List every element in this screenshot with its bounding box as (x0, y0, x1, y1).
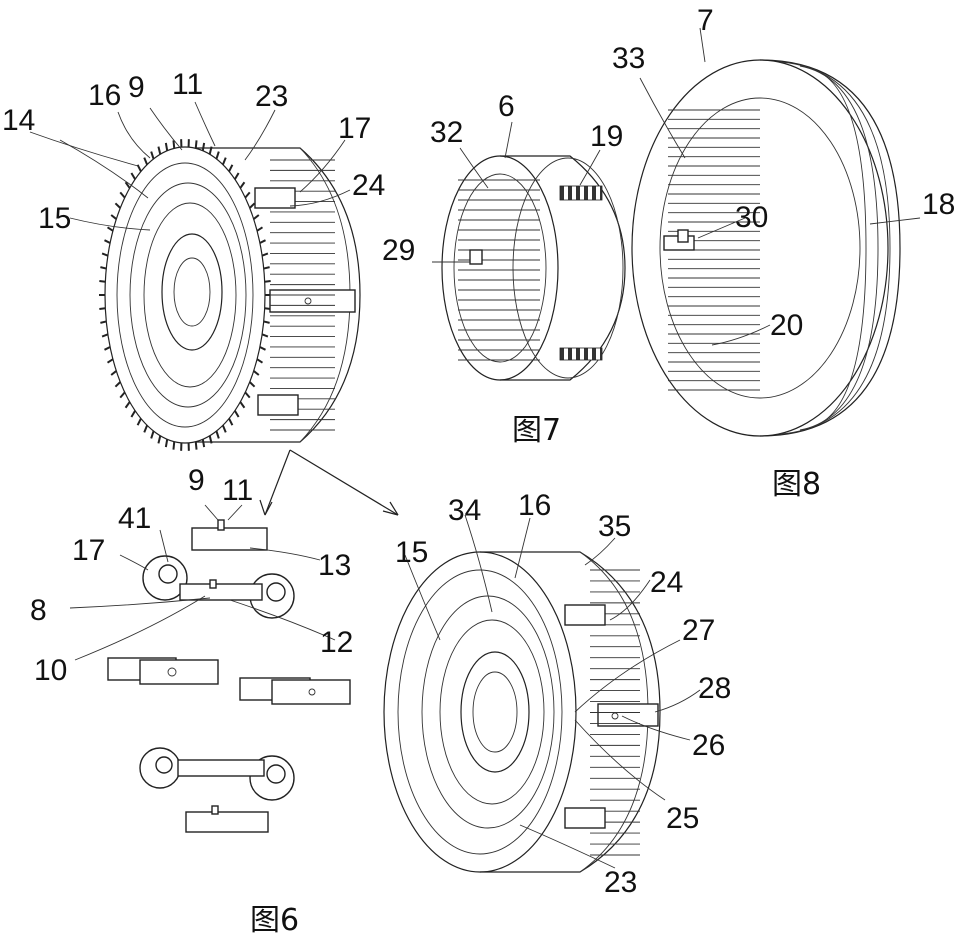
label-12: 12 (320, 626, 353, 659)
fig6-bottom-assembly (384, 552, 660, 872)
label-9: 9 (128, 71, 145, 104)
label-7: 7 (697, 4, 714, 37)
label-17-exploded: 17 (72, 534, 105, 567)
part-labels: 14 16 9 11 23 17 24 15 32 6 19 29 7 33 3… (2, 4, 955, 938)
label-29: 29 (382, 234, 415, 267)
label-28: 28 (698, 672, 731, 705)
label-26: 26 (692, 729, 725, 762)
label-25: 25 (666, 802, 699, 835)
outer-ring-edge (105, 147, 265, 443)
leader-lines (30, 28, 920, 868)
arm-8 (180, 584, 262, 600)
label-30: 30 (735, 201, 768, 234)
label-15: 15 (38, 202, 71, 235)
label-33: 33 (612, 42, 645, 75)
caption-fig8: 图8 (772, 467, 821, 502)
label-27: 27 (682, 614, 715, 647)
label-24-exploded: 24 (650, 566, 683, 599)
label-34: 34 (448, 494, 481, 527)
label-23: 23 (255, 80, 288, 113)
label-41: 41 (118, 502, 151, 535)
caption-fig6: 图6 (250, 903, 299, 938)
label-32: 32 (430, 116, 463, 149)
label-11-exploded: 11 (222, 474, 253, 507)
label-16: 16 (88, 79, 121, 112)
label-19: 19 (590, 120, 623, 153)
label-35: 35 (598, 510, 631, 543)
label-9-exploded: 9 (188, 464, 205, 497)
arrow-left (265, 450, 290, 515)
caption-fig7: 图7 (512, 413, 561, 448)
fig6-top-assembly (99, 139, 360, 451)
label-15-exploded: 15 (395, 536, 428, 569)
label-13: 13 (318, 549, 351, 582)
label-16-exploded: 16 (518, 489, 551, 522)
label-14: 14 (2, 104, 35, 137)
spline-hub (174, 258, 210, 326)
label-17: 17 (338, 112, 371, 145)
block-9 (192, 528, 267, 550)
label-24: 24 (352, 169, 385, 202)
fig8-housing (632, 60, 900, 436)
fig6-exploded-parts (108, 450, 398, 832)
label-20: 20 (770, 309, 803, 342)
arrow-right (290, 450, 398, 515)
label-18: 18 (922, 188, 955, 221)
label-8: 8 (30, 594, 47, 627)
label-6: 6 (498, 90, 515, 123)
label-10: 10 (34, 654, 67, 687)
fig7-ring (442, 156, 625, 380)
label-23-exploded: 23 (604, 866, 637, 899)
label-11: 11 (172, 68, 203, 101)
